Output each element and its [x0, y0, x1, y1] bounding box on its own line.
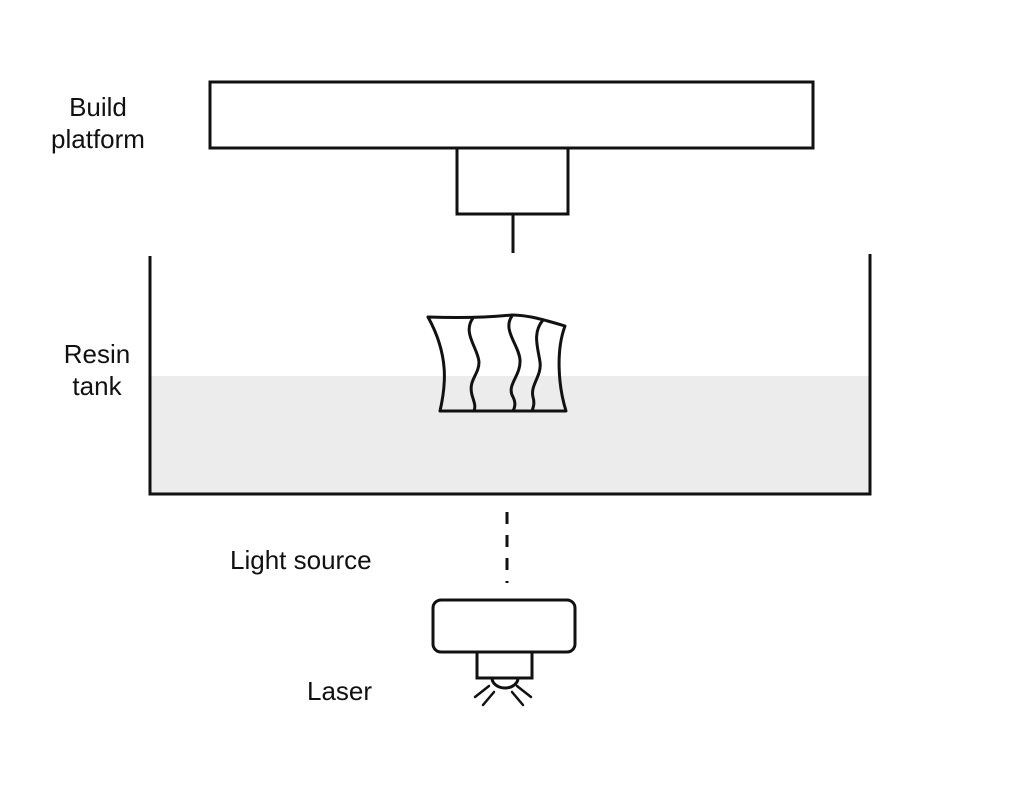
- printed-object: [426, 313, 568, 413]
- resin-tank-label-line2: tank: [72, 371, 122, 401]
- build-platform-label-line2: platform: [51, 124, 145, 154]
- laser-housing: [431, 598, 577, 654]
- resin-tank-label: Resin tank: [57, 338, 137, 402]
- build-platform-connector: [455, 146, 570, 216]
- laser-lens: [490, 677, 520, 690]
- resin-liquid: [151, 376, 869, 494]
- resin-tank-label-line1: Resin: [63, 339, 131, 369]
- laser-label: Laser: [307, 676, 373, 706]
- light-source-label: Light source: [230, 545, 372, 575]
- resin-tank-walls: [148, 254, 872, 496]
- laser-rays-icon: [473, 684, 533, 707]
- build-platform-label: Build platform: [38, 91, 158, 155]
- build-platform-label-line1: Build: [69, 92, 127, 122]
- laser-nozzle: [475, 650, 534, 680]
- build-platform-plate: [208, 80, 815, 150]
